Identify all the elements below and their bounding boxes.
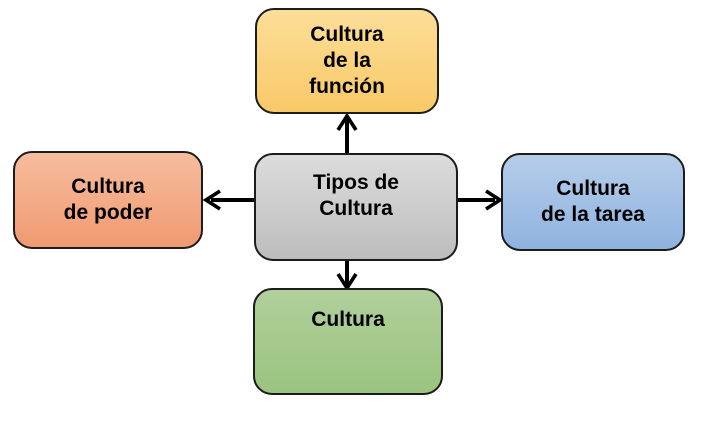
node-cultura: Cultura bbox=[253, 288, 443, 395]
node-label: Tipos de Cultura bbox=[313, 171, 399, 220]
node-label: Cultura de la tarea bbox=[541, 177, 645, 226]
node-label: Cultura de la función bbox=[309, 23, 385, 98]
node-label: Cultura bbox=[311, 308, 385, 331]
node-cultura-de-poder: Cultura de poder bbox=[13, 151, 203, 249]
node-cultura-de-la-tarea: Cultura de la tarea bbox=[501, 153, 685, 251]
arrow-center-to-top bbox=[336, 112, 358, 153]
arrow-center-to-left bbox=[202, 189, 254, 211]
node-label: Cultura de poder bbox=[63, 175, 153, 224]
node-tipos-de-cultura: Tipos de Cultura bbox=[254, 153, 458, 261]
node-cultura-de-la-funcion: Cultura de la función bbox=[255, 8, 439, 114]
arrow-center-to-right bbox=[458, 189, 504, 211]
arrow-center-to-bottom bbox=[336, 261, 358, 292]
